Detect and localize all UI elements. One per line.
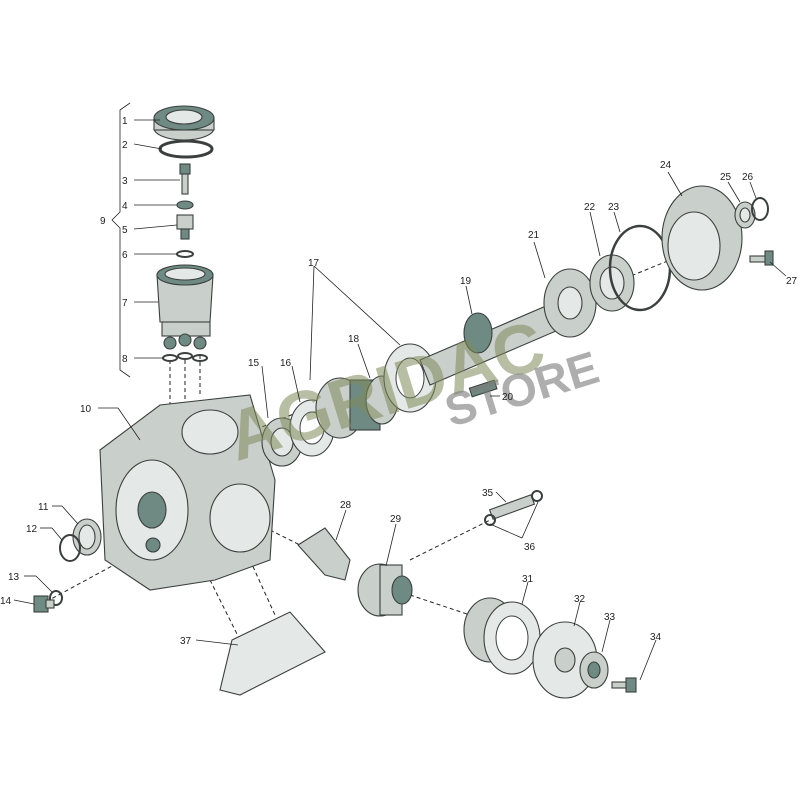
callout-14: 14	[0, 596, 12, 607]
callout-37: 37	[180, 636, 192, 647]
callout-11: 11	[38, 502, 49, 513]
callout-6: 6	[122, 250, 128, 261]
part-seal-25	[734, 201, 756, 229]
group-bracket-9	[111, 102, 131, 378]
part-pump-housing	[99, 394, 276, 591]
callout-26: 26	[742, 172, 754, 183]
callout-27: 27	[786, 276, 798, 287]
callout-28: 28	[340, 500, 352, 511]
callout-22: 22	[584, 202, 596, 213]
part-circlip-26	[751, 197, 769, 221]
part-cylinder	[463, 597, 541, 675]
part-washer	[176, 200, 194, 210]
callout-3: 3	[122, 176, 128, 187]
part-flange-21	[543, 268, 597, 338]
part-bearing-cover	[661, 185, 743, 291]
callout-8: 8	[122, 354, 128, 365]
part-oil-reservoir	[156, 264, 214, 350]
part-circlip	[59, 534, 81, 562]
part-o-ring-2	[158, 139, 214, 159]
leader-lines	[13, 119, 787, 681]
callout-32: 32	[574, 594, 586, 605]
part-crankshaft	[419, 299, 571, 386]
part-pin	[488, 494, 536, 520]
callout-2: 2	[122, 140, 128, 151]
part-diaphragm	[532, 621, 598, 699]
callout-25: 25	[720, 172, 732, 183]
callout-24: 24	[660, 160, 672, 171]
callout-20: 20	[502, 392, 514, 403]
callout-12: 12	[26, 524, 38, 535]
callout-31: 31	[522, 574, 534, 585]
callout-10: 10	[80, 404, 92, 415]
callout-labels: 1 2 3 4 5 6 7 8 9 10 11 12 13 14 15 16 1…	[0, 116, 798, 647]
part-bolt-27	[749, 250, 774, 266]
part-diaphragm-disc	[579, 651, 609, 689]
callout-9: 9	[100, 216, 106, 227]
part-screw	[179, 163, 191, 195]
part-piston	[357, 563, 413, 617]
part-screw-34	[611, 677, 637, 693]
callout-36: 36	[524, 542, 536, 553]
callout-7: 7	[122, 298, 128, 309]
part-eccentric-assembly	[315, 343, 437, 439]
part-valve	[176, 214, 194, 240]
callout-23: 23	[608, 202, 620, 213]
part-connecting-rod	[297, 527, 351, 581]
part-plug-washer	[49, 590, 63, 606]
part-key	[468, 379, 498, 398]
callout-34: 34	[650, 632, 662, 643]
callout-35: 35	[482, 488, 494, 499]
callout-16: 16	[280, 358, 292, 369]
callout-15: 15	[248, 358, 260, 369]
callout-4: 4	[122, 201, 128, 212]
part-seal	[176, 250, 194, 258]
callout-5: 5	[122, 225, 128, 236]
part-oil-cap	[153, 105, 215, 141]
part-shaft-seal	[72, 518, 102, 556]
callout-21: 21	[528, 230, 540, 241]
part-mounting-bracket	[219, 611, 326, 696]
part-pin-ring-b	[531, 490, 543, 502]
callout-17: 17	[308, 258, 320, 269]
callout-1: 1	[122, 116, 128, 127]
callout-29: 29	[390, 514, 402, 525]
part-pin-ring-a	[484, 514, 496, 526]
callout-33: 33	[604, 612, 616, 623]
callout-13: 13	[8, 572, 20, 583]
callout-19: 19	[460, 276, 472, 287]
callout-18: 18	[348, 334, 360, 345]
